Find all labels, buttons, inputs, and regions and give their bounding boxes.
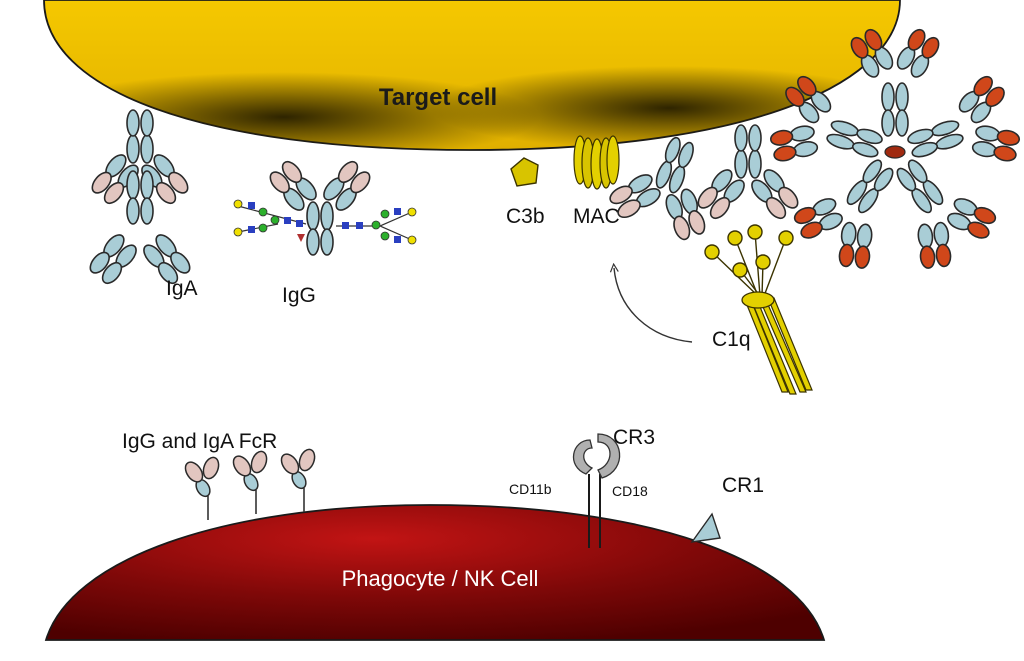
cr1-label: CR1: [722, 474, 764, 497]
iga-label: IgA: [166, 277, 198, 300]
phagocyte-cell-body: [44, 504, 826, 641]
fcr-label: IgG and IgA FcR: [122, 430, 277, 453]
cd11b-label: CD11b: [509, 481, 552, 497]
cr3-label: CR3: [613, 426, 655, 449]
c3b-label: C3b: [506, 205, 545, 228]
mac-label: MAC: [573, 205, 620, 228]
target-cell: Target cell: [43, 0, 901, 151]
c1q-molecule: [704, 224, 813, 395]
phagocyte-cell-label: Phagocyte / NK Cell: [342, 566, 539, 591]
fc-receptors: [181, 446, 319, 521]
complement-activation-arrow: [614, 268, 693, 343]
mac-complex: [573, 135, 620, 190]
target-cell-shade-right: [44, 0, 900, 150]
c3b-molecule: [510, 157, 539, 187]
phagocyte-cell: Phagocyte / NK Cell: [44, 504, 826, 641]
cd18-label: CD18: [612, 483, 648, 499]
igm-pentamer: [768, 25, 1022, 270]
c1q-label: C1q: [712, 328, 751, 351]
target-cell-label: Target cell: [379, 84, 497, 111]
iga-antibody: [85, 109, 195, 288]
cr1-receptor: [690, 512, 721, 543]
igg-label: IgG: [282, 284, 316, 307]
cr3-receptor: [572, 433, 621, 548]
igg-antibody: [267, 158, 374, 255]
igg-glycan-chains: [233, 199, 417, 245]
